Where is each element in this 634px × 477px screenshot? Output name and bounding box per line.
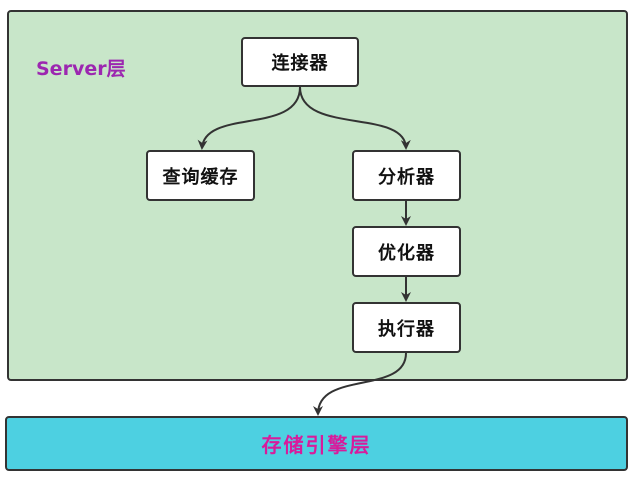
executor-node: 执行器 [352,302,461,353]
connector-node: 连接器 [241,37,359,87]
optimizer-node: 优化器 [352,226,461,277]
analyzer-node: 分析器 [352,150,461,201]
storage-engine-layer: 存储引擎层 [5,416,628,471]
server-layer-label: Server层 [36,58,126,80]
query-cache-node: 查询缓存 [146,150,255,201]
